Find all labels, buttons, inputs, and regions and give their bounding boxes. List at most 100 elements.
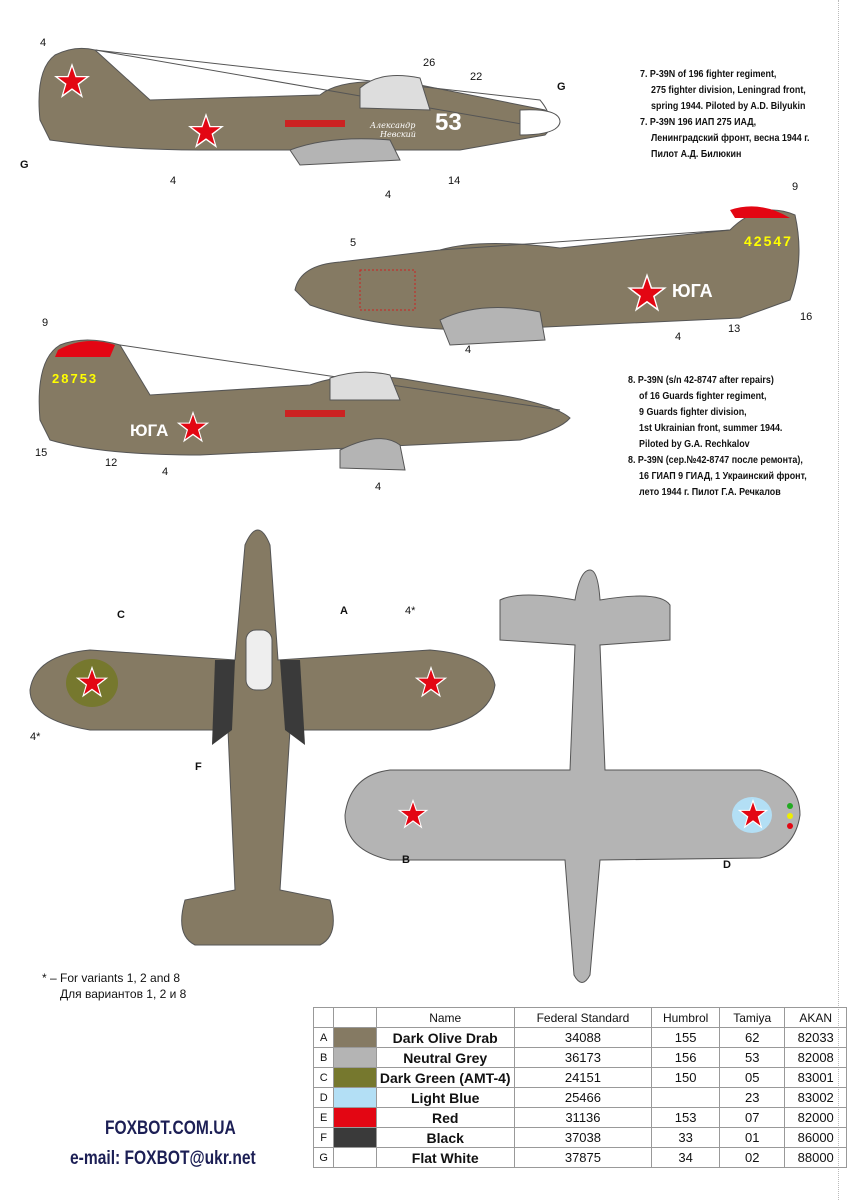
cell-name: Neutral Grey <box>375 1047 515 1068</box>
cell-fs: 37038 <box>513 1127 653 1148</box>
variant-7-caption: 7. P-39N of 196 fighter regiment,275 fig… <box>640 68 810 160</box>
website-link[interactable]: FOXBOT.COM.UA <box>105 1118 236 1139</box>
callout-label: 13 <box>728 323 740 335</box>
footnote: * – For variants 1, 2 and 8 Для варианто… <box>42 971 187 1001</box>
cell-akan: 88000 <box>784 1147 847 1168</box>
callout-label: 4* <box>30 731 41 743</box>
color-swatch <box>333 1127 377 1148</box>
color-swatch <box>333 1147 377 1168</box>
cell-humbrol: 153 <box>651 1107 721 1128</box>
callout-label: 22 <box>470 71 482 83</box>
cell-code: D <box>312 1087 335 1108</box>
callout-label: 16 <box>800 311 812 323</box>
callout-label: B <box>402 854 410 866</box>
cell-humbrol <box>651 1087 721 1108</box>
callout-label: 4 <box>465 344 471 356</box>
callout-label: D <box>723 859 731 871</box>
fuselage-inscription: ЮГА <box>672 281 713 301</box>
profile-variant-8-right: 42547 ЮГА 5 9 16 13 4 4 <box>294 181 812 356</box>
cell-akan: 83001 <box>784 1067 847 1088</box>
callout-label: F <box>195 761 202 773</box>
callout-label: 26 <box>423 57 435 69</box>
cell-humbrol: 150 <box>651 1067 721 1088</box>
callout-label: 15 <box>35 447 47 459</box>
callout-label: 5 <box>350 237 356 249</box>
page-edge <box>838 0 839 1200</box>
cell-code: C <box>312 1067 335 1088</box>
color-swatch <box>333 1027 377 1048</box>
cell-name: Dark Olive Drab <box>375 1027 515 1048</box>
callout-label: 4* <box>405 605 416 617</box>
callout-label: G <box>557 81 566 93</box>
cell-tamiya: 07 <box>719 1107 786 1128</box>
cell-fs: 37875 <box>513 1147 653 1168</box>
callout-label: 4 <box>170 175 176 187</box>
callout-label: Невский <box>379 130 416 139</box>
cell-code: A <box>312 1027 335 1048</box>
cell-fs: 34088 <box>513 1027 653 1048</box>
callout-label: 9 <box>792 181 798 193</box>
callout-label: 4 <box>162 466 168 478</box>
cell-name: Black <box>375 1127 515 1148</box>
callout-label: C <box>117 609 125 621</box>
cell-akan: 82033 <box>784 1027 847 1048</box>
cell-tamiya: 62 <box>719 1027 786 1048</box>
callout-label: A <box>340 605 348 617</box>
cell-humbrol: 33 <box>651 1127 721 1148</box>
variant-8-caption: 8. P-39N (s/n 42-8747 after repairs)of 1… <box>628 374 807 498</box>
callout-label: 4 <box>40 37 46 49</box>
profile-variant-7: 53 Александр Невский 4 G 4 4 14 26 22 G <box>20 37 566 201</box>
aircraft-drawings: 53 Александр Невский 4 G 4 4 14 26 22 G … <box>20 37 812 983</box>
callout-label: 14 <box>448 175 460 187</box>
callout-label: 9 <box>42 317 48 329</box>
cell-name: Flat White <box>375 1147 515 1168</box>
cell-akan: 83002 <box>784 1087 847 1108</box>
cell-akan: 82008 <box>784 1047 847 1068</box>
cell-name: Red <box>375 1107 515 1128</box>
callout-label: 12 <box>105 457 117 469</box>
cell-code: E <box>312 1107 335 1128</box>
plan-view-bottom: B D <box>344 569 801 983</box>
cell-fs: 25466 <box>513 1087 653 1108</box>
cell-tamiya: 23 <box>719 1087 786 1108</box>
callout-label: Александр <box>369 121 415 130</box>
plan-view-top: C 4* F A 4* <box>29 529 496 946</box>
fuselage-number: 53 <box>435 109 462 136</box>
cell-code: B <box>312 1047 335 1068</box>
cell-tamiya: 53 <box>719 1047 786 1068</box>
cell-fs: 24151 <box>513 1067 653 1088</box>
tail-number: 28753 <box>52 371 98 386</box>
cell-code: G <box>312 1147 335 1168</box>
cell-tamiya: 01 <box>719 1127 786 1148</box>
profile-variant-8-left: 28753 ЮГА 9 15 12 4 4 <box>35 317 571 493</box>
callout-label: G <box>20 159 29 171</box>
cell-tamiya: 05 <box>719 1067 786 1088</box>
color-swatch <box>333 1107 377 1128</box>
cell-fs: 36173 <box>513 1047 653 1068</box>
color-swatch <box>333 1047 377 1068</box>
callout-label: 4 <box>375 481 381 493</box>
cell-humbrol: 34 <box>651 1147 721 1168</box>
color-swatch <box>333 1067 377 1088</box>
cell-humbrol: 155 <box>651 1027 721 1048</box>
cell-humbrol: 156 <box>651 1047 721 1068</box>
callout-label: 4 <box>675 331 681 343</box>
cell-akan: 86000 <box>784 1127 847 1148</box>
fuselage-inscription: ЮГА <box>130 421 168 440</box>
cell-fs: 31136 <box>513 1107 653 1128</box>
cell-name: Dark Green (AMT-4) <box>375 1067 515 1088</box>
email-link[interactable]: e-mail: FOXBOT@ukr.net <box>70 1148 256 1169</box>
tail-number: 42547 <box>744 233 793 249</box>
cell-akan: 82000 <box>784 1107 847 1128</box>
cell-tamiya: 02 <box>719 1147 786 1168</box>
cell-name: Light Blue <box>375 1087 515 1108</box>
